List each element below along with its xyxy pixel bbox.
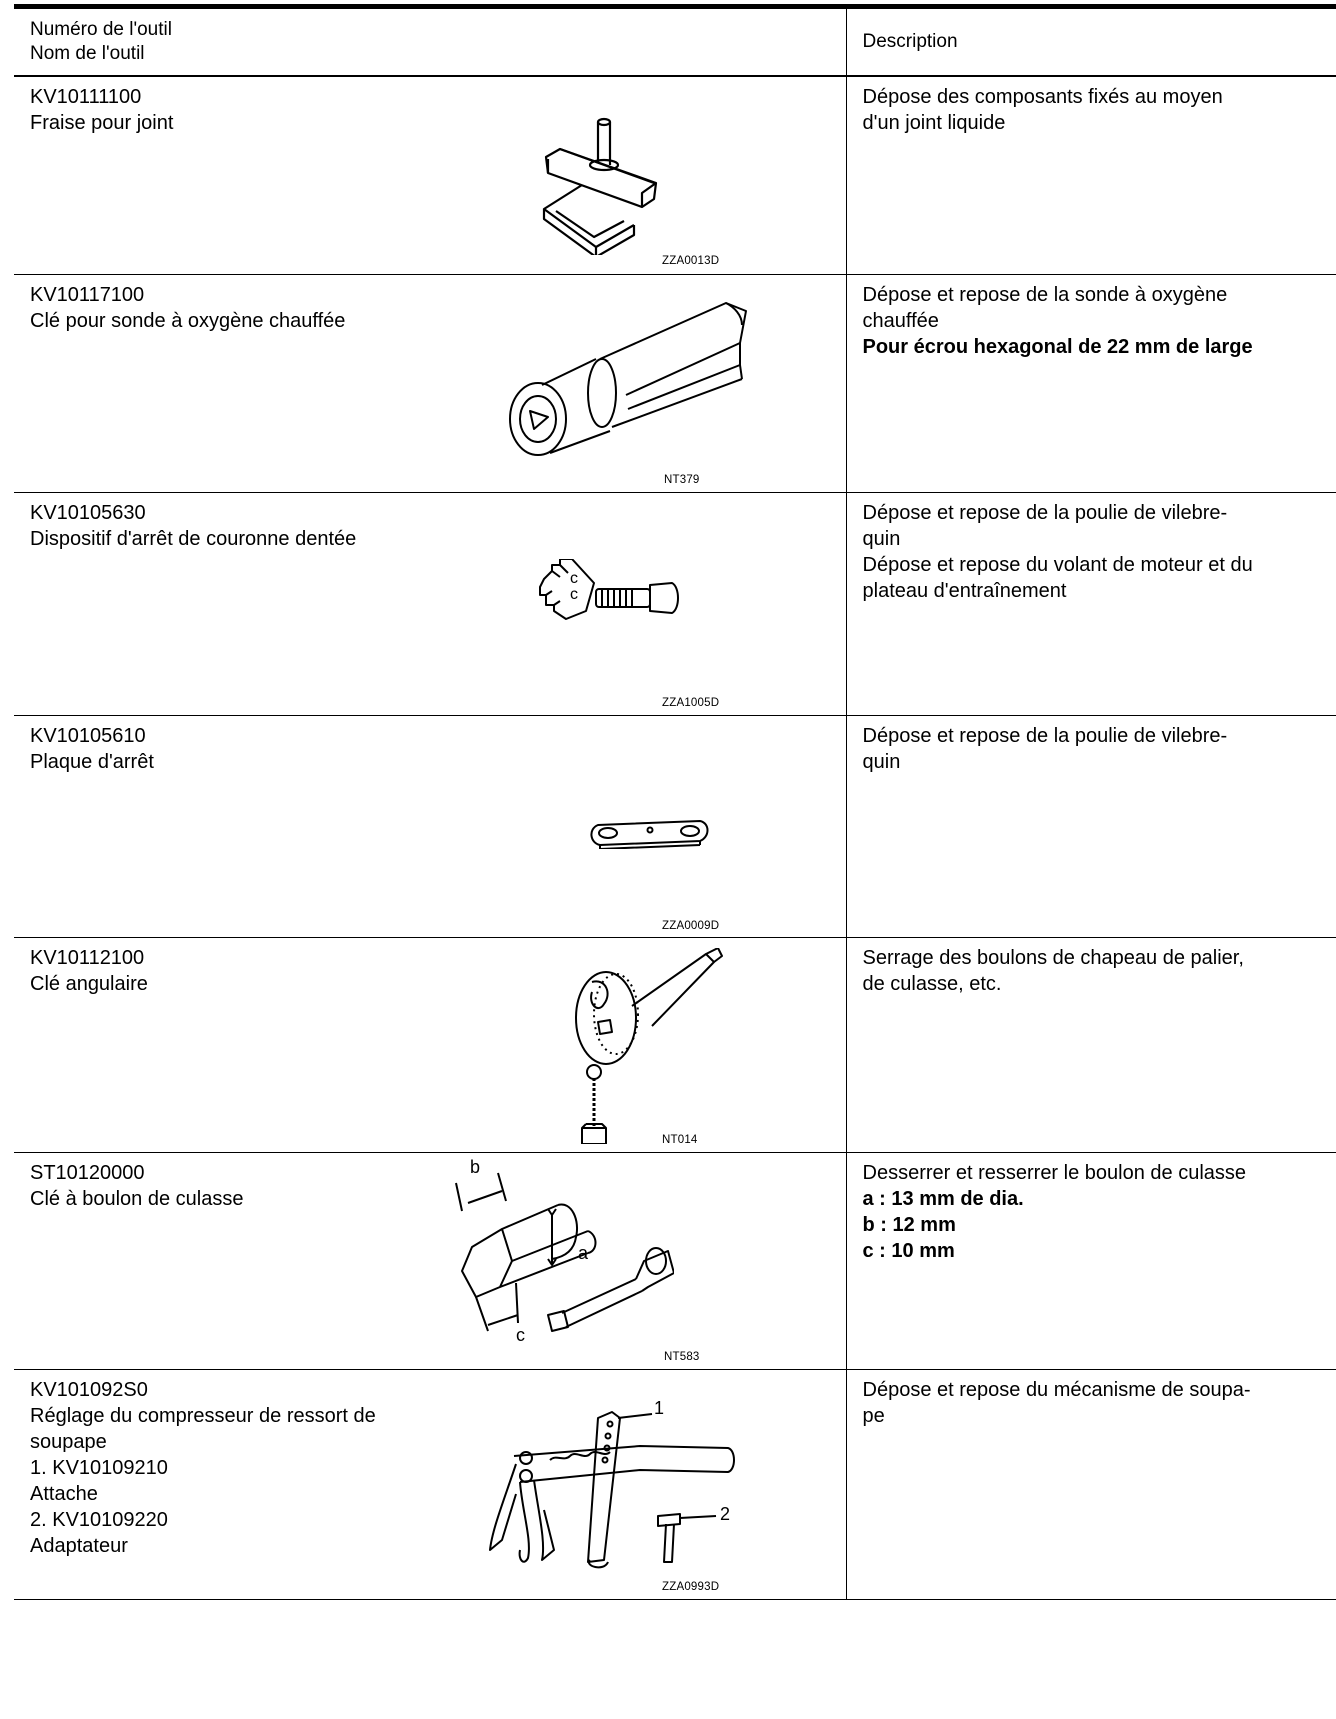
- tool-number: KV10105610: [30, 725, 146, 747]
- description-line: c : 10 mm: [862, 1240, 955, 1262]
- seal-cutter-icon: [538, 115, 678, 255]
- tool-number: KV10111100: [30, 85, 142, 108]
- tool-cell: KV101092S0 Réglage du compresseur de res…: [14, 1370, 846, 1600]
- description-cell: Dépose et repose de la sonde à oxygène c…: [845, 274, 1336, 493]
- tool-number: KV101092S0: [30, 1379, 148, 1401]
- tool-cell: KV10105610 Plaque d'arrêt ZZA0009D: [14, 716, 846, 938]
- description-line: Dépose et repose du mécanisme de soupa-: [862, 1379, 1251, 1401]
- tool-name: soupape: [30, 1431, 107, 1453]
- stopper-plate-icon: [588, 817, 710, 849]
- tool-name: Plaque d'arrêt: [30, 751, 154, 773]
- svg-text:c: c: [570, 570, 578, 587]
- table-row: KV10112100 Clé angulaire: [14, 937, 1336, 1153]
- dimension-label-b: b: [470, 1157, 481, 1177]
- table-row: KV101092S0 Réglage du compresseur de res…: [14, 1369, 1336, 1600]
- description-line: chauffée: [862, 310, 939, 332]
- tool-cell: KV10112100 Clé angulaire: [14, 938, 846, 1153]
- description-cell: Desserrer et resserrer le boulon de cula…: [845, 1152, 1336, 1370]
- description-line: Pour écrou hexagonal de 22 mm de large: [862, 336, 1253, 358]
- description-line: d'un joint liquide: [862, 111, 1006, 134]
- figure-code: NT583: [664, 1351, 700, 1363]
- oxygen-sensor-wrench-icon: [504, 293, 750, 463]
- description-cell: Dépose et repose du mécanisme de soupa- …: [845, 1369, 1336, 1600]
- figure-code: NT379: [664, 474, 700, 486]
- description-line: pe: [862, 1405, 885, 1427]
- tool-cell: KV10105630 Dispositif d'arrêt de couronn…: [14, 493, 846, 716]
- valve-spring-compressor-icon: 1 2: [480, 1390, 780, 1574]
- description-line: quin: [862, 528, 901, 550]
- tool-cell: ST10120000 Clé à boulon de culasse: [14, 1153, 846, 1370]
- description-line: Dépose et repose du volant de moteur et …: [862, 554, 1253, 576]
- description-line: b : 12 mm: [862, 1214, 956, 1236]
- tool-component: Adaptateur: [30, 1535, 128, 1557]
- tool-component: 1. KV10109210: [30, 1457, 168, 1479]
- description-line: Dépose et repose de la sonde à oxygène: [862, 284, 1228, 306]
- tool-name: Réglage du compresseur de ressort de: [30, 1405, 376, 1427]
- dimension-label-a: a: [578, 1243, 589, 1263]
- description-cell: Dépose et repose de la poulie de vilebre…: [845, 492, 1336, 716]
- table-row: KV10111100 Fraise pour joint: [14, 75, 1336, 275]
- tool-number: KV10112100: [30, 947, 145, 969]
- tool-name: Fraise pour joint: [30, 111, 174, 134]
- callout-label-2: 2: [720, 1504, 731, 1524]
- figure-code: ZZA1005D: [662, 697, 720, 709]
- tool-number: KV10105630: [30, 502, 146, 524]
- tool-cell: KV10117100 Clé pour sonde à oxygène chau…: [14, 275, 846, 493]
- header-tool-name: Nom de l'outil: [30, 42, 145, 64]
- description-line: de culasse, etc.: [862, 973, 1002, 995]
- description-line: a : 13 mm de dia.: [862, 1188, 1024, 1210]
- tool-name: Clé à boulon de culasse: [30, 1188, 244, 1210]
- description-line: quin: [862, 751, 901, 773]
- header-tool-number: Numéro de l'outil: [30, 18, 172, 40]
- special-service-tools-table: Numéro de l'outil Nom de l'outil Descrip…: [14, 4, 1336, 1600]
- tool-component: 2. KV10109220: [30, 1509, 168, 1531]
- tool-name: Clé pour sonde à oxygène chauffée: [30, 310, 346, 332]
- ring-gear-stopper-icon: c c: [538, 559, 682, 625]
- table-row: KV10117100 Clé pour sonde à oxygène chau…: [14, 274, 1336, 493]
- table-row: KV10105610 Plaque d'arrêt ZZA0009D Dépos…: [14, 715, 1336, 938]
- description-line: Desserrer et resserrer le boulon de cula…: [862, 1162, 1247, 1184]
- description-line: Dépose et repose de la poulie de vilebre…: [862, 502, 1228, 524]
- table-header-row: Numéro de l'outil Nom de l'outil Descrip…: [14, 6, 1336, 76]
- figure-code: NT014: [662, 1134, 698, 1146]
- description-line: plateau d'entraînement: [862, 580, 1067, 602]
- svg-text:c: c: [570, 586, 578, 603]
- cylinder-head-bolt-wrench-icon: b a c: [448, 1157, 674, 1351]
- figure-code: ZZA0993D: [662, 1581, 720, 1593]
- table-row: ST10120000 Clé à boulon de culasse: [14, 1152, 1336, 1370]
- description-line: Serrage des boulons de chapeau de palier…: [862, 947, 1244, 969]
- description-line: Dépose des composants fixés au moyen: [862, 85, 1223, 108]
- tool-name: Dispositif d'arrêt de couronne dentée: [30, 528, 357, 550]
- tool-component: Attache: [30, 1483, 98, 1505]
- description-line: Dépose et repose de la poulie de vilebre…: [862, 725, 1228, 747]
- callout-label-1: 1: [654, 1398, 665, 1418]
- tool-name: Clé angulaire: [30, 973, 148, 995]
- dimension-label-c: c: [516, 1325, 525, 1345]
- figure-code: ZZA0009D: [662, 920, 720, 932]
- header-tool-column: Numéro de l'outil Nom de l'outil: [14, 7, 846, 76]
- header-description-column: Description: [845, 6, 1336, 76]
- tool-cell: KV10111100 Fraise pour joint: [14, 76, 846, 275]
- table-row: KV10105630 Dispositif d'arrêt de couronn…: [14, 492, 1336, 716]
- tool-number: ST10120000: [30, 1162, 145, 1184]
- description-cell: Dépose des composants fixés au moyen d'u…: [845, 75, 1336, 275]
- description-cell: Serrage des boulons de chapeau de palier…: [845, 937, 1336, 1153]
- figure-code: ZZA0013D: [662, 254, 720, 267]
- tool-number: KV10117100: [30, 284, 145, 306]
- angle-wrench-icon: [572, 948, 742, 1144]
- description-cell: Dépose et repose de la poulie de vilebre…: [845, 715, 1336, 938]
